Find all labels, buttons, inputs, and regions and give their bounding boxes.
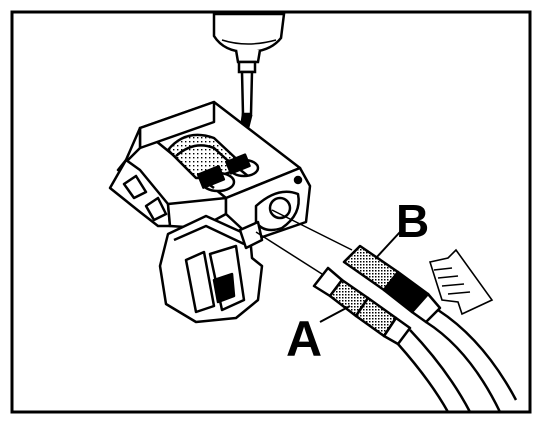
guide-line-a [255,231,323,275]
plug-b [342,244,442,324]
callout-label-a: A [286,311,323,367]
callout-label-b: B [396,195,430,247]
connector-housing [108,100,312,324]
pull-direction-arrow-icon [428,248,494,316]
leader-b [375,231,401,259]
screwdriver-icon [212,12,286,154]
cables [397,308,518,413]
plug-a [312,266,412,346]
leader-a [319,305,351,323]
guide-line-b [271,209,353,251]
